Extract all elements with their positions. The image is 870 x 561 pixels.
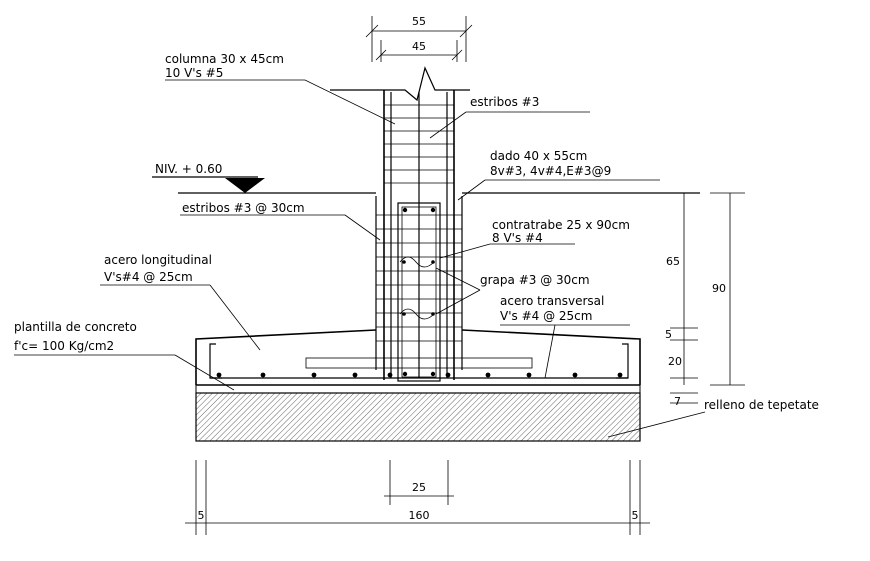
label-relleno: relleno de tepetate: [704, 398, 819, 412]
column: [330, 66, 470, 380]
label-plantilla-fc: f'c= 100 Kg/cm2: [14, 339, 114, 353]
dim-55: 55: [412, 15, 426, 28]
label-plantilla: plantilla de concreto: [14, 320, 137, 334]
label-columna: columna 30 x 45cm: [165, 52, 284, 66]
niv-label: NIV. + 0.60: [155, 162, 222, 176]
leader-lines: [14, 79, 706, 438]
label-estribos-30: estribos #3 @ 30cm: [182, 201, 305, 215]
dim-20: 20: [668, 355, 682, 368]
label-contratrabe: contratrabe 25 x 90cm: [492, 218, 630, 232]
relleno-layer: [195, 392, 641, 442]
dado-block: [375, 196, 463, 382]
top-dimensions: 55 45: [365, 15, 473, 62]
longitudinal-bars: [216, 372, 623, 378]
label-acero-trans: acero transversal: [500, 294, 604, 308]
dim-25: 25: [412, 481, 426, 494]
dim-7: 7: [674, 395, 681, 408]
label-estribos-col: estribos #3: [470, 95, 539, 109]
bottom-dimensions: 25 160 5 5: [185, 460, 650, 535]
label-acero-trans-steel: V's #4 @ 25cm: [500, 309, 592, 323]
label-acero-long: acero longitudinal: [104, 253, 212, 267]
label-grapa: grapa #3 @ 30cm: [480, 273, 590, 287]
column-stirrups: [376, 104, 462, 342]
ground-level: NIV. + 0.60: [152, 162, 700, 194]
dim-5-left: 5: [198, 509, 205, 522]
dim-90: 90: [712, 282, 726, 295]
label-contratrabe-steel: 8 V's #4: [492, 231, 543, 245]
plantilla-layer: [195, 384, 641, 394]
dim-5-end: 5: [632, 509, 639, 522]
label-columna-steel: 10 V's #5: [165, 66, 223, 80]
dim-160: 160: [409, 509, 430, 522]
dim-65: 65: [666, 255, 680, 268]
label-dado-steel: 8v#3, 4v#4,E#3@9: [490, 164, 611, 178]
right-dimensions: 65 90 5 20 7: [665, 192, 745, 408]
label-acero-long-steel: V's#4 @ 25cm: [104, 270, 193, 284]
dim-5-right: 5: [665, 328, 672, 341]
dim-45: 45: [412, 40, 426, 53]
label-dado: dado 40 x 55cm: [490, 149, 587, 163]
